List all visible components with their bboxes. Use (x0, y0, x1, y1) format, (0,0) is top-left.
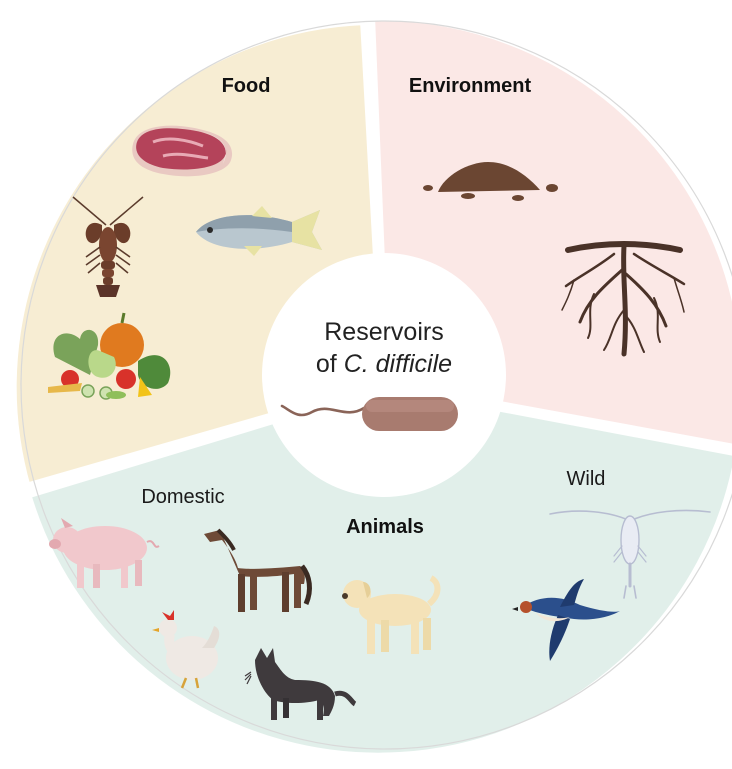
animals-label: Animals (346, 516, 424, 538)
wild-label: Wild (567, 468, 606, 490)
center-title-prefix: of (316, 350, 344, 378)
environment-label: Environment (409, 75, 532, 97)
center-title-line1: Reservoirs (324, 318, 443, 346)
food-label: Food (222, 75, 271, 97)
center-title-species: C. difficile (344, 350, 452, 378)
center-title-line2: of C. difficile (316, 350, 452, 378)
domestic-label: Domestic (141, 486, 224, 508)
